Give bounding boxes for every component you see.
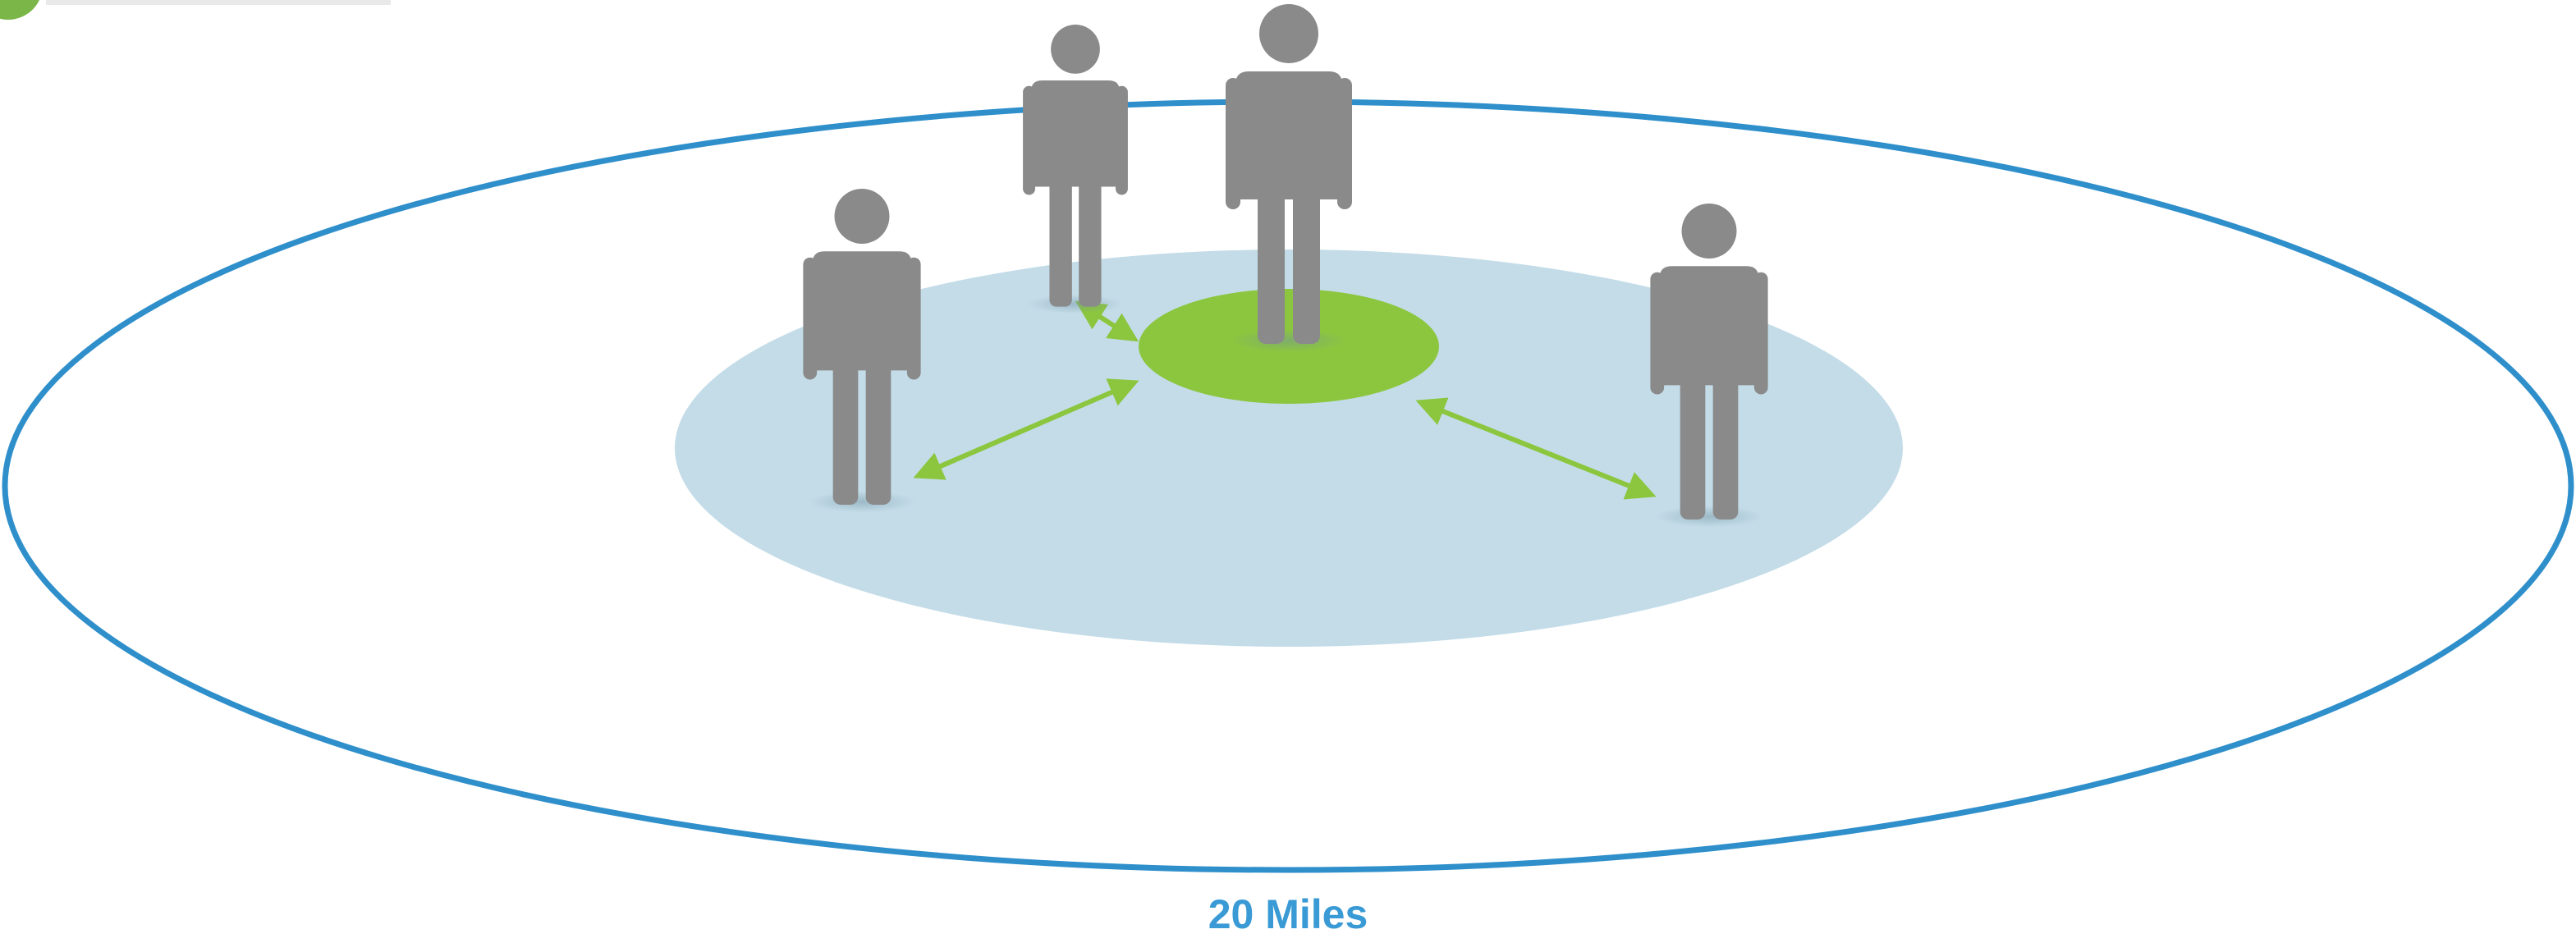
person-icon	[1650, 204, 1768, 528]
double-arrow-icon	[1415, 397, 1657, 500]
people-group	[803, 4, 1768, 528]
badge-icon	[0, 0, 391, 20]
person-icon	[1226, 4, 1352, 352]
radius-label: 20 Miles	[1208, 891, 1368, 937]
inner-zone	[675, 249, 1903, 647]
person-icon	[803, 189, 921, 513]
double-arrow-icon	[913, 378, 1139, 480]
person-icon	[1023, 25, 1128, 314]
